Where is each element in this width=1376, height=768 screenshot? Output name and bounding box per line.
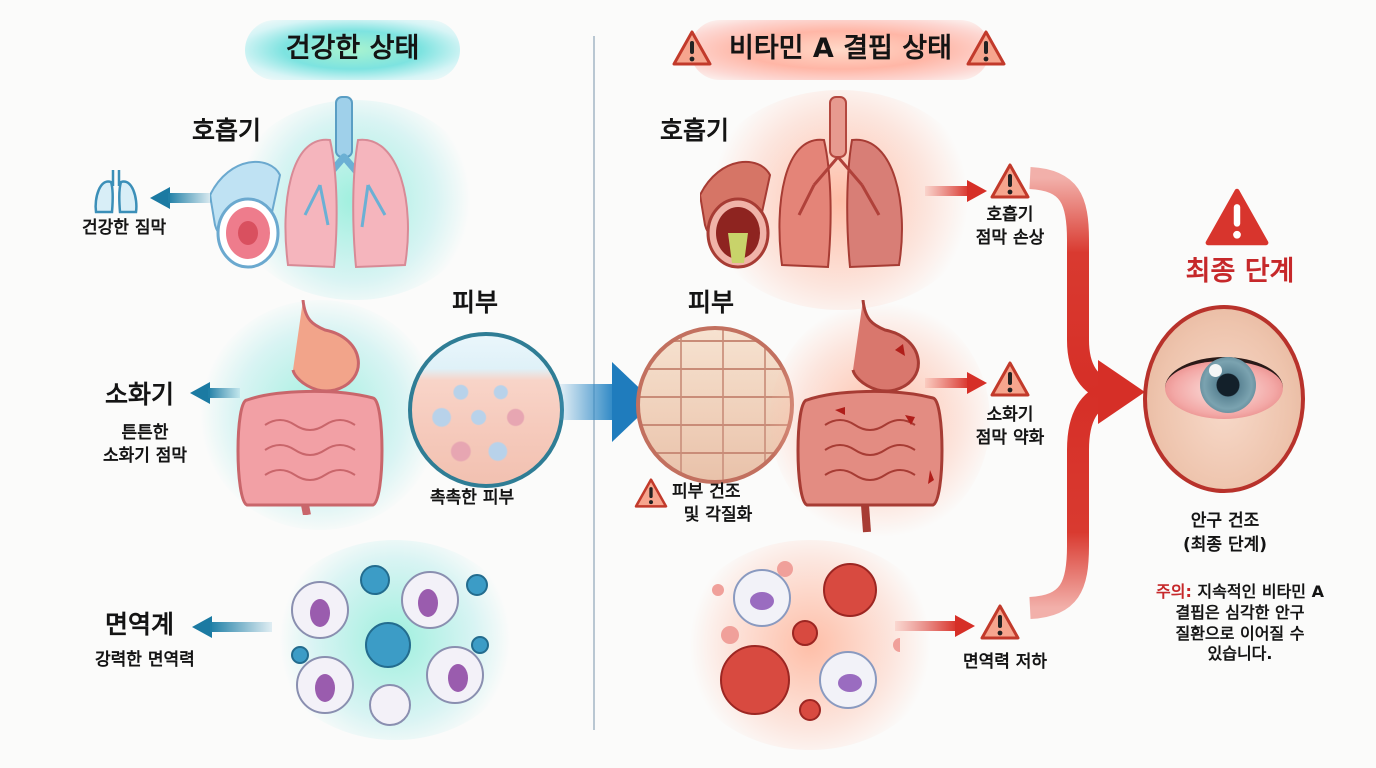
deficient-digestive-result-1: 소화기 xyxy=(986,405,1034,425)
deficient-skin-label: 피부 xyxy=(688,288,735,317)
damaged-lungs-illustration xyxy=(698,95,940,275)
eye-iris xyxy=(1200,357,1256,413)
warning-icon xyxy=(672,30,712,70)
healthy-digestive-illustration xyxy=(235,299,385,516)
deficient-title: 비타민 A 결핍 상태 xyxy=(729,33,952,64)
deficient-respiratory-result-2: 점막 손상 xyxy=(975,228,1045,248)
warning-icon xyxy=(966,30,1006,70)
final-warning-icon xyxy=(1204,188,1270,250)
healthy-respiratory-caption: 건강한 짐막 xyxy=(82,218,167,238)
healthy-respiratory-label: 호흡기 xyxy=(192,116,262,145)
caution-line-4: 있습니다. xyxy=(1207,644,1273,664)
dry-eye-circle xyxy=(1143,305,1305,493)
deficient-skin-caption-1: 피부 건조 xyxy=(672,482,741,502)
healthy-digestive-arrow xyxy=(190,382,240,404)
warning-icon xyxy=(634,478,668,512)
final-caption-2: (최종 단계) xyxy=(1182,535,1268,555)
deficient-title-glow xyxy=(690,20,990,80)
healthy-title: 건강한 상태 xyxy=(285,33,420,64)
warning-icon xyxy=(980,604,1020,644)
deficient-skin-caption-2: 및 각질화 xyxy=(683,505,753,525)
deficient-immune-illustration xyxy=(700,555,907,730)
healthy-skin-label: 피부 xyxy=(452,288,499,317)
deficient-digestive-result-2: 점막 약화 xyxy=(975,428,1045,448)
healthy-immune-label: 면역계 xyxy=(105,610,175,639)
warning-icon xyxy=(990,361,1030,401)
healthy-immune-illustration xyxy=(280,555,510,730)
deficient-respiratory-label: 호흡기 xyxy=(660,116,730,145)
caution-line-2: 결핍은 심각한 안구 xyxy=(1175,602,1305,622)
healthy-skin-circle xyxy=(408,332,564,488)
healthy-lungs-illustration xyxy=(208,95,440,275)
caution-label: 주의: xyxy=(1156,582,1192,601)
caution-line-1: 지속적인 비타민 A xyxy=(1197,582,1324,601)
final-caption-1: 안구 건조 xyxy=(1190,511,1260,531)
healthy-skin-caption: 촉촉한 피부 xyxy=(430,488,515,508)
deficient-immune-arrow xyxy=(895,615,975,637)
healthy-respiratory-arrow xyxy=(150,187,212,209)
eye-glint xyxy=(1209,364,1222,377)
healthy-immune-caption: 강력한 면역력 xyxy=(95,650,195,670)
caution-note: 주의: 지속적인 비타민 A 결핍은 심각한 안구 질환으로 이어질 수 있습니… xyxy=(1125,582,1355,665)
final-stage-title: 최종 단계 xyxy=(1185,256,1295,287)
warning-icon xyxy=(990,163,1030,203)
deficient-respiratory-result-1: 호흡기 xyxy=(986,205,1034,225)
healthy-digestive-caption-1: 튼튼한 xyxy=(121,423,169,443)
healthy-immune-arrow xyxy=(192,616,272,638)
deficient-respiratory-arrow xyxy=(925,180,987,202)
healthy-title-glow xyxy=(245,20,460,80)
damaged-digestive-illustration xyxy=(795,299,945,535)
converging-flow-arrow xyxy=(1020,160,1150,620)
caution-line-3: 질환으로 이어질 수 xyxy=(1175,623,1305,643)
section-divider xyxy=(593,36,595,730)
healthy-digestive-caption-2: 소화기 점막 xyxy=(102,446,188,466)
deficient-digestive-arrow xyxy=(925,372,987,394)
healthy-digestive-label: 소화기 xyxy=(105,380,175,409)
deficient-immune-result: 면역력 저하 xyxy=(962,652,1048,672)
lungs-icon xyxy=(92,168,140,220)
